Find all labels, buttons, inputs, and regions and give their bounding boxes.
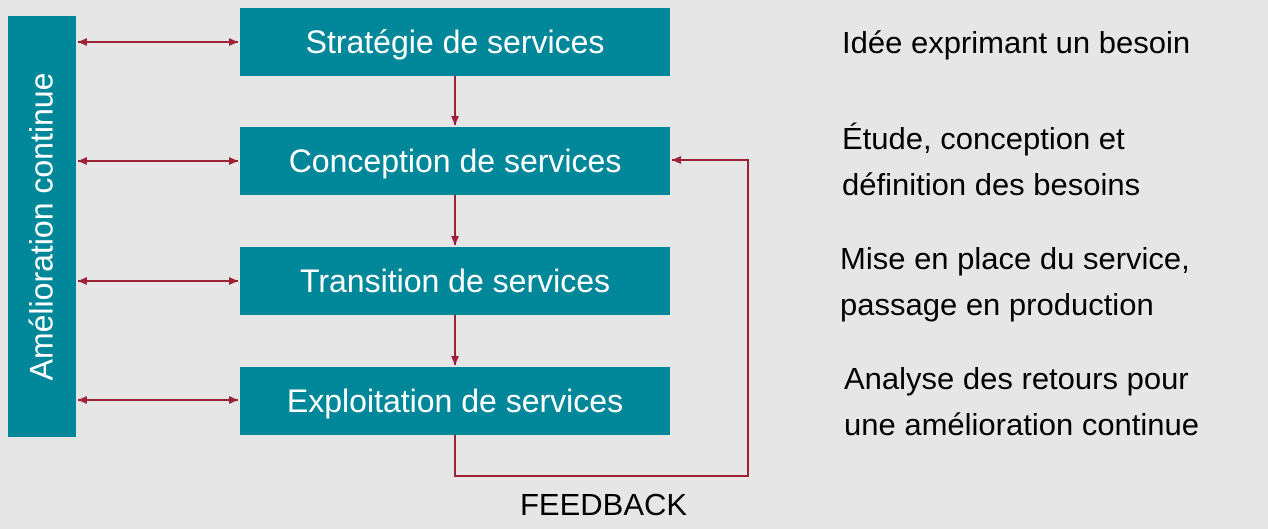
description-line: Étude, conception et [842, 121, 1125, 156]
description-conception: Étude, conception et définition des beso… [842, 116, 1140, 208]
description-strategie: Idée exprimant un besoin [842, 20, 1190, 66]
description-line: passage en production [840, 287, 1154, 322]
description-line: Analyse des retours pour [844, 361, 1189, 396]
stage-box-transition: Transition de services [240, 247, 670, 315]
description-exploitation: Analyse des retours pour une amélioratio… [844, 356, 1199, 448]
description-transition: Mise en place du service, passage en pro… [840, 236, 1190, 328]
description-line: une amélioration continue [844, 407, 1200, 442]
continuous-improvement-bar: Amélioration continue [8, 16, 76, 437]
continuous-improvement-label: Amélioration continue [23, 72, 60, 381]
stage-box-exploitation: Exploitation de services [240, 367, 670, 435]
description-line: Mise en place du service, [840, 241, 1190, 276]
description-line: définition des besoins [842, 167, 1141, 202]
stage-box-strategie: Stratégie de services [240, 8, 670, 76]
description-line: Idée exprimant un besoin [842, 25, 1191, 60]
stage-box-conception: Conception de services [240, 127, 670, 195]
feedback-label: FEEDBACK [520, 487, 688, 522]
